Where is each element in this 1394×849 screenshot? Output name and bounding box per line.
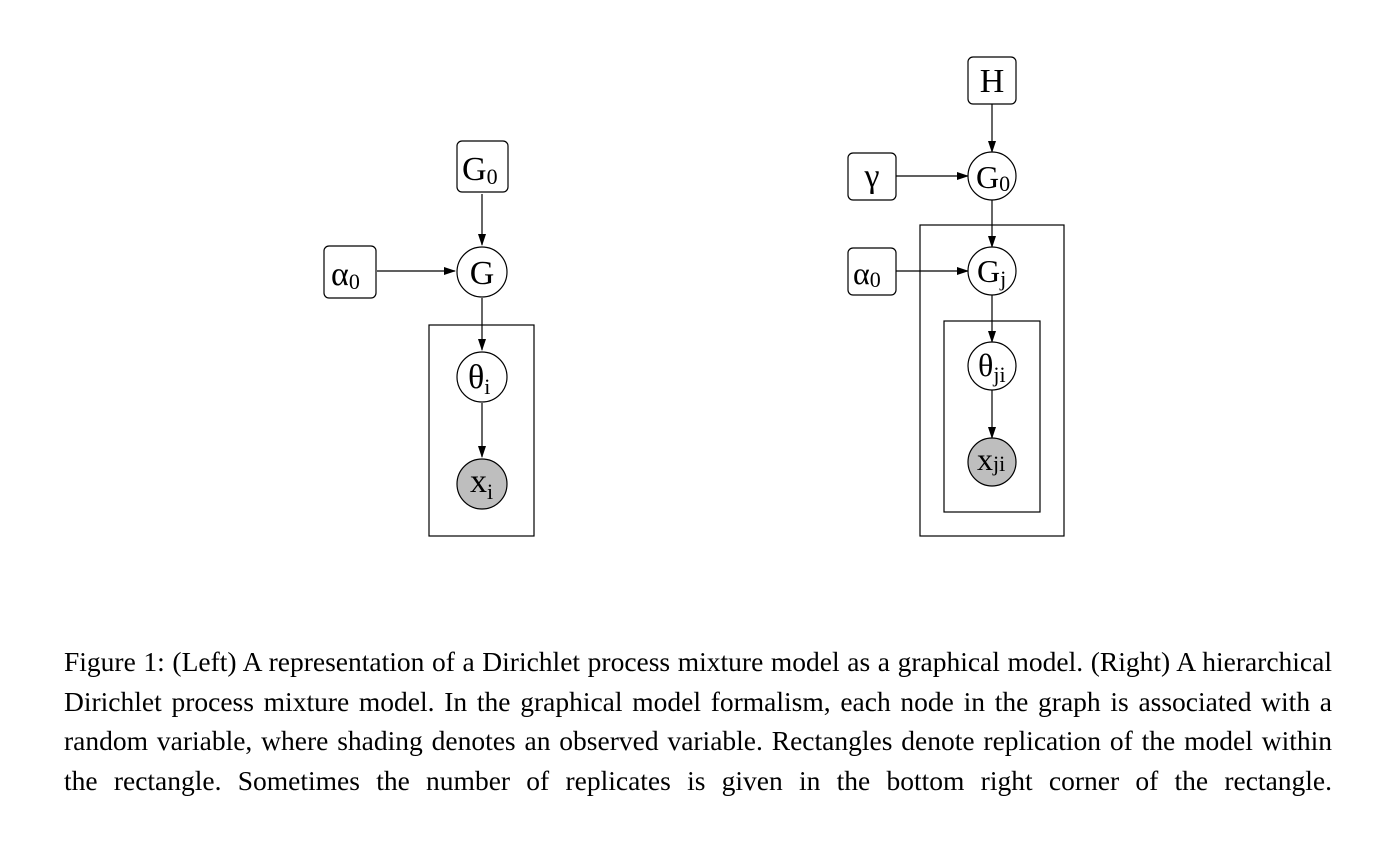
svg-text:xji: xji: [977, 441, 1005, 477]
node-base-label: G: [977, 253, 1000, 289]
node-base-label: G: [976, 159, 999, 195]
left-alpha0-node: α0: [323, 245, 377, 299]
node-base-label: α: [331, 256, 349, 293]
node-subscript: 0: [487, 164, 498, 189]
right-alpha0-node: α0: [847, 247, 897, 296]
node-base-label: G: [470, 255, 495, 292]
right-hdp-mixture-model: H γ G0 α0 Gj θji xji: [847, 56, 1065, 537]
node-base-label: θ: [978, 347, 993, 383]
right-g0-node: G0: [967, 151, 1017, 201]
graphical-model-diagram: G0 α0 G θi xi: [323, 56, 1065, 537]
node-subscript: ji: [992, 362, 1005, 387]
node-base-label: α: [853, 255, 870, 291]
node-subscript: i: [484, 374, 490, 399]
right-h-node: H: [967, 56, 1017, 105]
svg-text:γ: γ: [863, 158, 879, 195]
svg-text:θi: θi: [468, 359, 490, 399]
svg-text:H: H: [980, 63, 1005, 100]
svg-text:α0: α0: [331, 256, 360, 294]
right-x-ji-node: xji: [967, 437, 1017, 487]
svg-text:Gj: Gj: [977, 253, 1006, 291]
right-gamma-node: γ: [847, 152, 897, 201]
left-g-node: G: [456, 246, 508, 298]
node-base-label: x: [977, 441, 993, 477]
svg-text:G0: G0: [462, 151, 498, 189]
left-x-i-node: xi: [456, 458, 508, 510]
left-theta-i-node: θi: [456, 351, 508, 403]
node-subscript: i: [487, 479, 493, 504]
svg-text:xi: xi: [470, 463, 493, 504]
node-subscript: 0: [999, 171, 1010, 196]
node-base-label: θ: [468, 359, 484, 396]
figure-caption: Figure 1: (Left) A representation of a D…: [64, 646, 1332, 796]
right-gj-node: Gj: [967, 246, 1017, 296]
node-subscript: 0: [349, 269, 360, 294]
node-base-label: H: [980, 63, 1005, 100]
node-base-label: x: [470, 463, 487, 500]
svg-text:G0: G0: [976, 159, 1010, 196]
svg-text:θji: θji: [978, 347, 1006, 387]
svg-text:G: G: [470, 255, 495, 292]
left-dp-mixture-model: G0 α0 G θi xi: [323, 140, 535, 537]
svg-text:α0: α0: [853, 255, 881, 292]
node-base-label: γ: [863, 158, 879, 195]
right-theta-ji-node: θji: [967, 341, 1017, 391]
node-subscript: j: [999, 266, 1006, 291]
left-g0-node: G0: [456, 140, 509, 193]
node-subscript: 0: [870, 267, 881, 292]
node-subscript: ji: [992, 451, 1005, 476]
node-base-label: G: [462, 151, 487, 188]
